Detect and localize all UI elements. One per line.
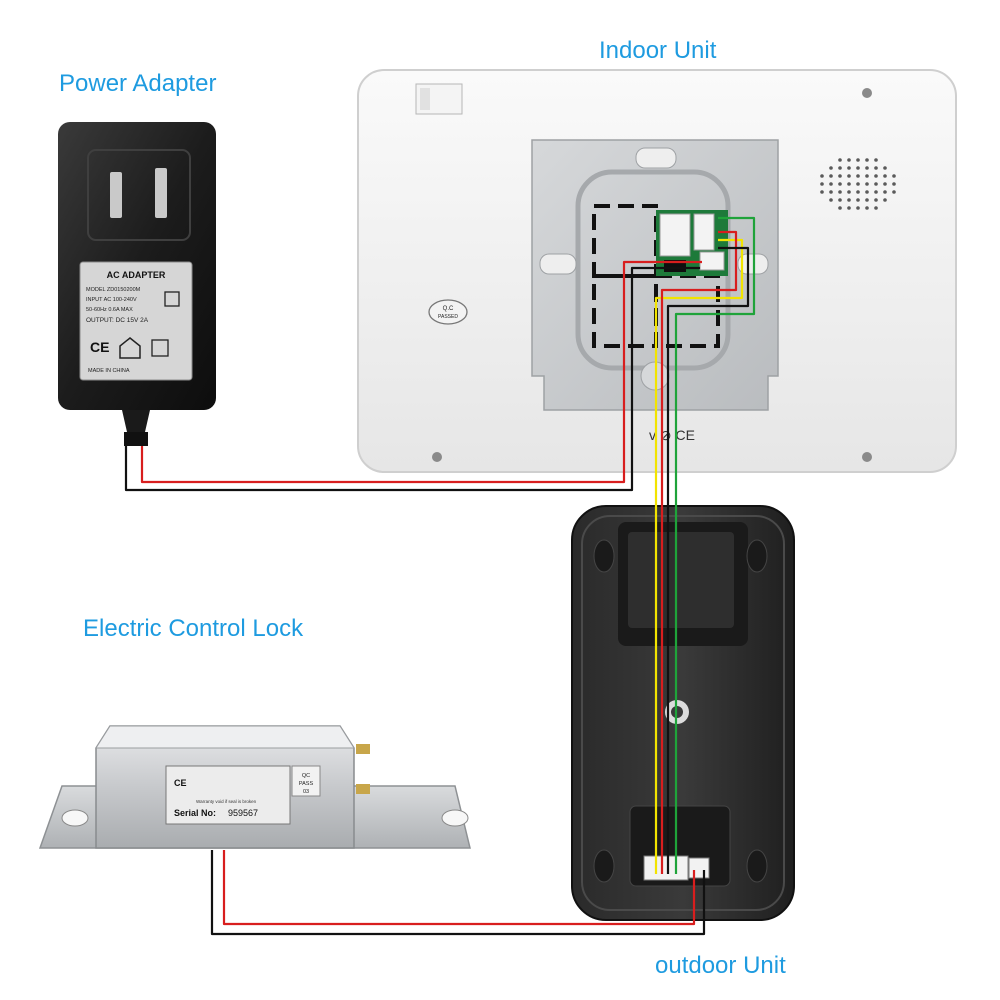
speaker-hole [865, 166, 869, 170]
speaker-hole [874, 166, 878, 170]
wire-adapter-red [140, 260, 702, 484]
speaker-hole [847, 182, 851, 186]
speaker-hole [838, 206, 842, 210]
speaker-hole [874, 174, 878, 178]
speaker-hole [856, 174, 860, 178]
speaker-hole [838, 198, 842, 202]
indoor-unit-label: Indoor Unit [599, 37, 717, 64]
speaker-hole [874, 158, 878, 162]
double-insulation-icon [164, 291, 180, 307]
screw-icon [862, 88, 872, 98]
speaker-hole [829, 190, 833, 194]
speaker-hole [847, 174, 851, 178]
adapter-label-input: INPUT AC 100-240V [86, 297, 137, 303]
speaker-hole [883, 198, 887, 202]
wire-red-data [660, 230, 738, 874]
speaker-hole [856, 158, 860, 162]
adapter-label-model: MODEL ZD0150200M [86, 287, 141, 293]
adapter-label-output: OUTPUT: DC 15V 2A [86, 317, 149, 324]
wire-lock-black [210, 850, 706, 936]
speaker-hole [847, 206, 851, 210]
batch-code: 03 [303, 789, 309, 795]
svg-text:CE: CE [90, 339, 109, 355]
outdoor-unit-label: outdoor Unit [655, 952, 786, 979]
adapter-prong-left [110, 172, 122, 218]
speaker-hole [892, 190, 896, 194]
speaker-hole [883, 190, 887, 194]
speaker-hole [829, 174, 833, 178]
speaker-grille [820, 158, 896, 210]
indoor-use-icon [119, 337, 141, 359]
speaker-hole [820, 190, 824, 194]
speaker-hole [865, 190, 869, 194]
speaker-hole [856, 198, 860, 202]
speaker-hole [847, 190, 851, 194]
screw-icon [432, 452, 442, 462]
speaker-hole [892, 174, 896, 178]
outdoor-terminal-2pin [688, 857, 710, 879]
wire-yellow [654, 238, 744, 874]
wires [124, 216, 756, 936]
speaker-hole [847, 166, 851, 170]
qc-seal-line2: PASSED [438, 314, 458, 320]
warranty-note: Warranty void if seal is broken [196, 799, 257, 804]
qc-passed-seal [428, 299, 468, 325]
speaker-hole [856, 190, 860, 194]
speaker-hole [865, 182, 869, 186]
speaker-hole [838, 174, 842, 178]
svg-text:CE: CE [174, 778, 187, 788]
speaker-hole [838, 158, 842, 162]
wire-adapter-black [124, 266, 700, 492]
bin-icon [151, 339, 169, 357]
speaker-hole [847, 158, 851, 162]
qc-seal-line1: Q.C [443, 306, 454, 312]
speaker-hole [874, 182, 878, 186]
adapter-label-sticker [79, 261, 193, 381]
serial-number-sticker [165, 765, 291, 825]
outdoor-terminal-4pin [643, 855, 689, 881]
electric-control-lock: CE Serial No: 959567 Warranty void if se… [38, 725, 471, 849]
adapter-prong-right [155, 168, 167, 218]
speaker-hole [865, 158, 869, 162]
speaker-hole [892, 182, 896, 186]
serial-number: 959567 [228, 808, 258, 818]
qc-mark: QC [302, 773, 310, 779]
adapter-label-title: AC ADAPTER [107, 270, 166, 280]
speaker-hole [847, 198, 851, 202]
speaker-hole [838, 190, 842, 194]
speaker-hole [865, 198, 869, 202]
speaker-hole [883, 182, 887, 186]
speaker-hole [874, 190, 878, 194]
wire-lock-red [222, 850, 696, 926]
power-adapter-label: Power Adapter [59, 70, 217, 97]
speaker-hole [883, 166, 887, 170]
svg-text:ᴠ ⊘ CE: ᴠ ⊘ CE [649, 427, 695, 443]
speaker-hole [820, 182, 824, 186]
speaker-hole [856, 206, 860, 210]
speaker-hole [829, 182, 833, 186]
wire-black-data [666, 246, 750, 874]
speaker-hole [856, 182, 860, 186]
speaker-hole [865, 206, 869, 210]
outdoor-unit [571, 505, 795, 921]
pass-mark: PASS [299, 781, 314, 787]
speaker-hole [874, 206, 878, 210]
speaker-hole [829, 166, 833, 170]
speaker-hole [856, 166, 860, 170]
adapter-label-frequency: 50-60Hz 0.6A MAX [86, 307, 133, 313]
screw-icon [862, 452, 872, 462]
speaker-hole [829, 198, 833, 202]
speaker-hole [838, 166, 842, 170]
electric-lock-label: Electric Control Lock [83, 615, 304, 642]
wire-green [674, 216, 756, 874]
speaker-hole [883, 174, 887, 178]
speaker-hole [865, 174, 869, 178]
speaker-hole [838, 182, 842, 186]
serial-prefix: Serial No: [174, 808, 216, 818]
adapter-label-origin: MADE IN CHINA [88, 368, 130, 374]
speaker-hole [874, 198, 878, 202]
power-adapter: AC ADAPTER MODEL ZD0150200M INPUT AC 100… [58, 122, 216, 446]
speaker-hole [820, 174, 824, 178]
